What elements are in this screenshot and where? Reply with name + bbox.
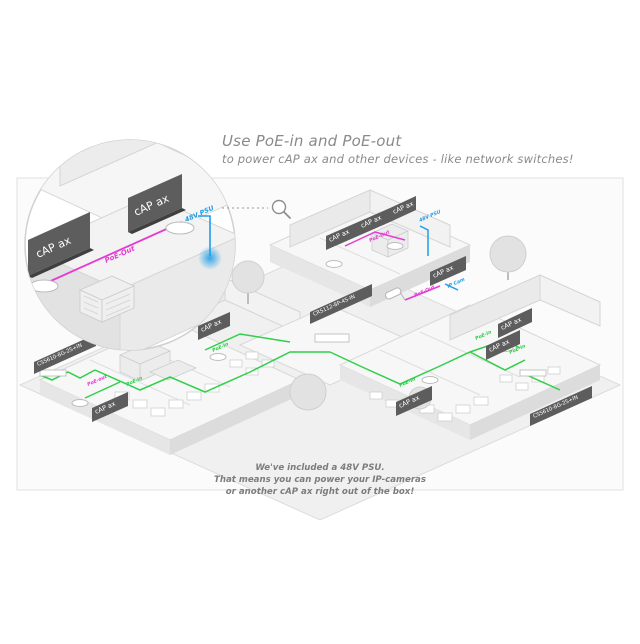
tree-icon <box>489 235 527 280</box>
poe-out-cables <box>344 231 441 301</box>
ceiling-ap-icon <box>386 242 404 250</box>
caption-line-3: or another cAP ax right out of the box! <box>225 487 415 497</box>
headline-title: Use PoE-in and PoE-out <box>222 132 402 150</box>
switch-icon-right <box>519 369 547 377</box>
ceiling-ap-icon <box>325 260 343 268</box>
psu-glow <box>198 246 222 270</box>
ceiling-ap-icon <box>209 353 227 361</box>
callout-device-tag-right: cAP ax <box>128 174 186 234</box>
caption-line-1: We've included a 48V PSU. <box>255 463 385 473</box>
switch-icon-left <box>39 369 67 377</box>
caption-line-2: That means you can power your IP-cameras <box>214 475 426 485</box>
psu-cable <box>419 225 459 291</box>
ceiling-ap-icon <box>421 376 439 384</box>
headline-subtitle: to power cAP ax and other devices - like… <box>222 152 574 166</box>
tree-icon <box>289 373 327 411</box>
magnifier-icon <box>271 199 291 219</box>
switch-icon-center <box>314 333 350 343</box>
caption: We've included a 48V PSU. That means you… <box>160 462 480 498</box>
ceiling-ap-icon <box>71 399 89 407</box>
zoom-callout: cAP ax cAP ax PoE-Out 48V PSU <box>24 139 236 351</box>
callout-device-tag-left: cAP ax <box>28 212 94 278</box>
tree-icon <box>231 260 265 304</box>
ip-camera-icon <box>384 287 406 301</box>
ceiling-ap-icon <box>165 221 195 235</box>
